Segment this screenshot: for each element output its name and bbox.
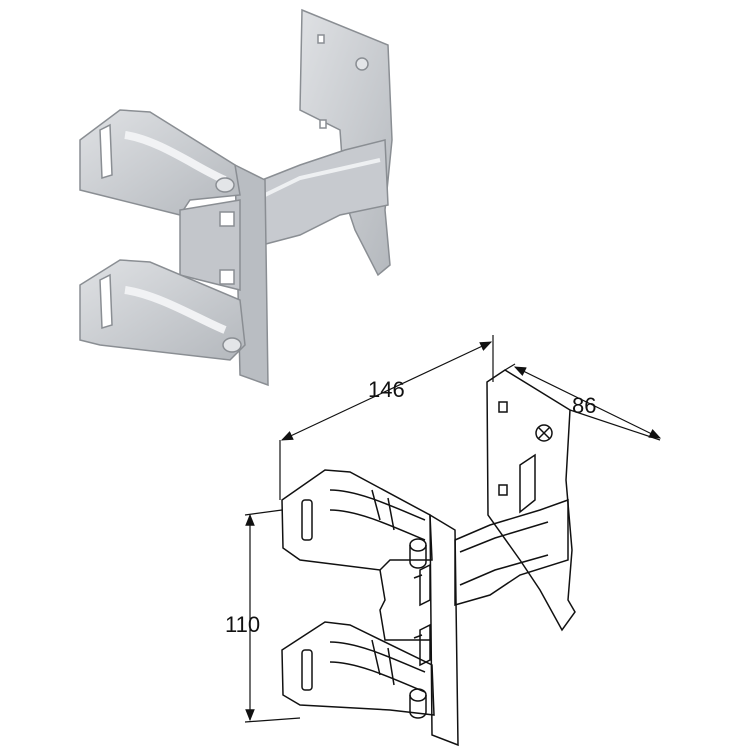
bracket-3d-render [79,8,393,387]
dimension-depth-label: 86 [572,393,596,418]
dimension-width-label: 146 [368,377,405,402]
upper-flange [79,109,241,216]
dimension-lines [244,335,662,723]
front-plate-outline [429,513,459,747]
arm-outline [454,498,569,606]
back-plate-outline [486,369,576,632]
upper-flange-outline [281,469,433,571]
lower-flange [79,259,246,361]
bracket-line-drawing [281,369,576,747]
lower-flange-outline [281,621,435,716]
dimension-height-label: 110 [225,612,260,637]
